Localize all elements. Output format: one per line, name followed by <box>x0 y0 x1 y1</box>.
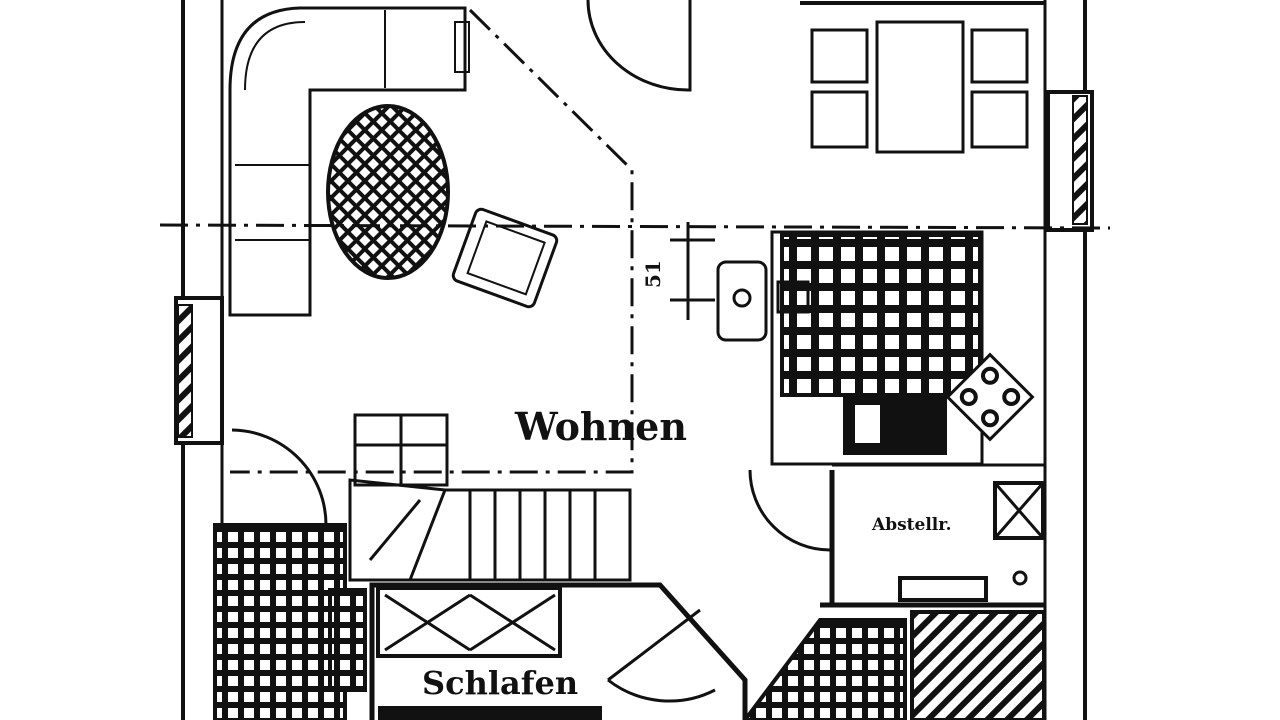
armchair <box>451 207 559 309</box>
dining-set <box>810 20 1029 154</box>
door-top <box>586 0 692 92</box>
left-tiles <box>213 523 347 720</box>
door-bedroom <box>607 608 716 703</box>
door-storage <box>748 469 831 552</box>
heater <box>993 481 1045 540</box>
kitchen-tiles <box>780 233 982 397</box>
sink <box>716 260 768 342</box>
corner-sofa <box>228 6 470 317</box>
room-label-bedroom: Schlafen <box>422 664 578 702</box>
wardrobe <box>376 586 562 658</box>
staircase <box>348 413 632 582</box>
stove <box>945 352 1035 442</box>
room-label-storage: Abstellr. <box>871 515 952 535</box>
dimension-label: 51 <box>641 260 665 288</box>
bath-tiles <box>742 618 907 720</box>
hatched-area <box>910 610 1046 720</box>
room-label-living: Wohnen <box>514 404 687 449</box>
door-left <box>231 428 328 526</box>
oval-rug <box>326 104 450 280</box>
